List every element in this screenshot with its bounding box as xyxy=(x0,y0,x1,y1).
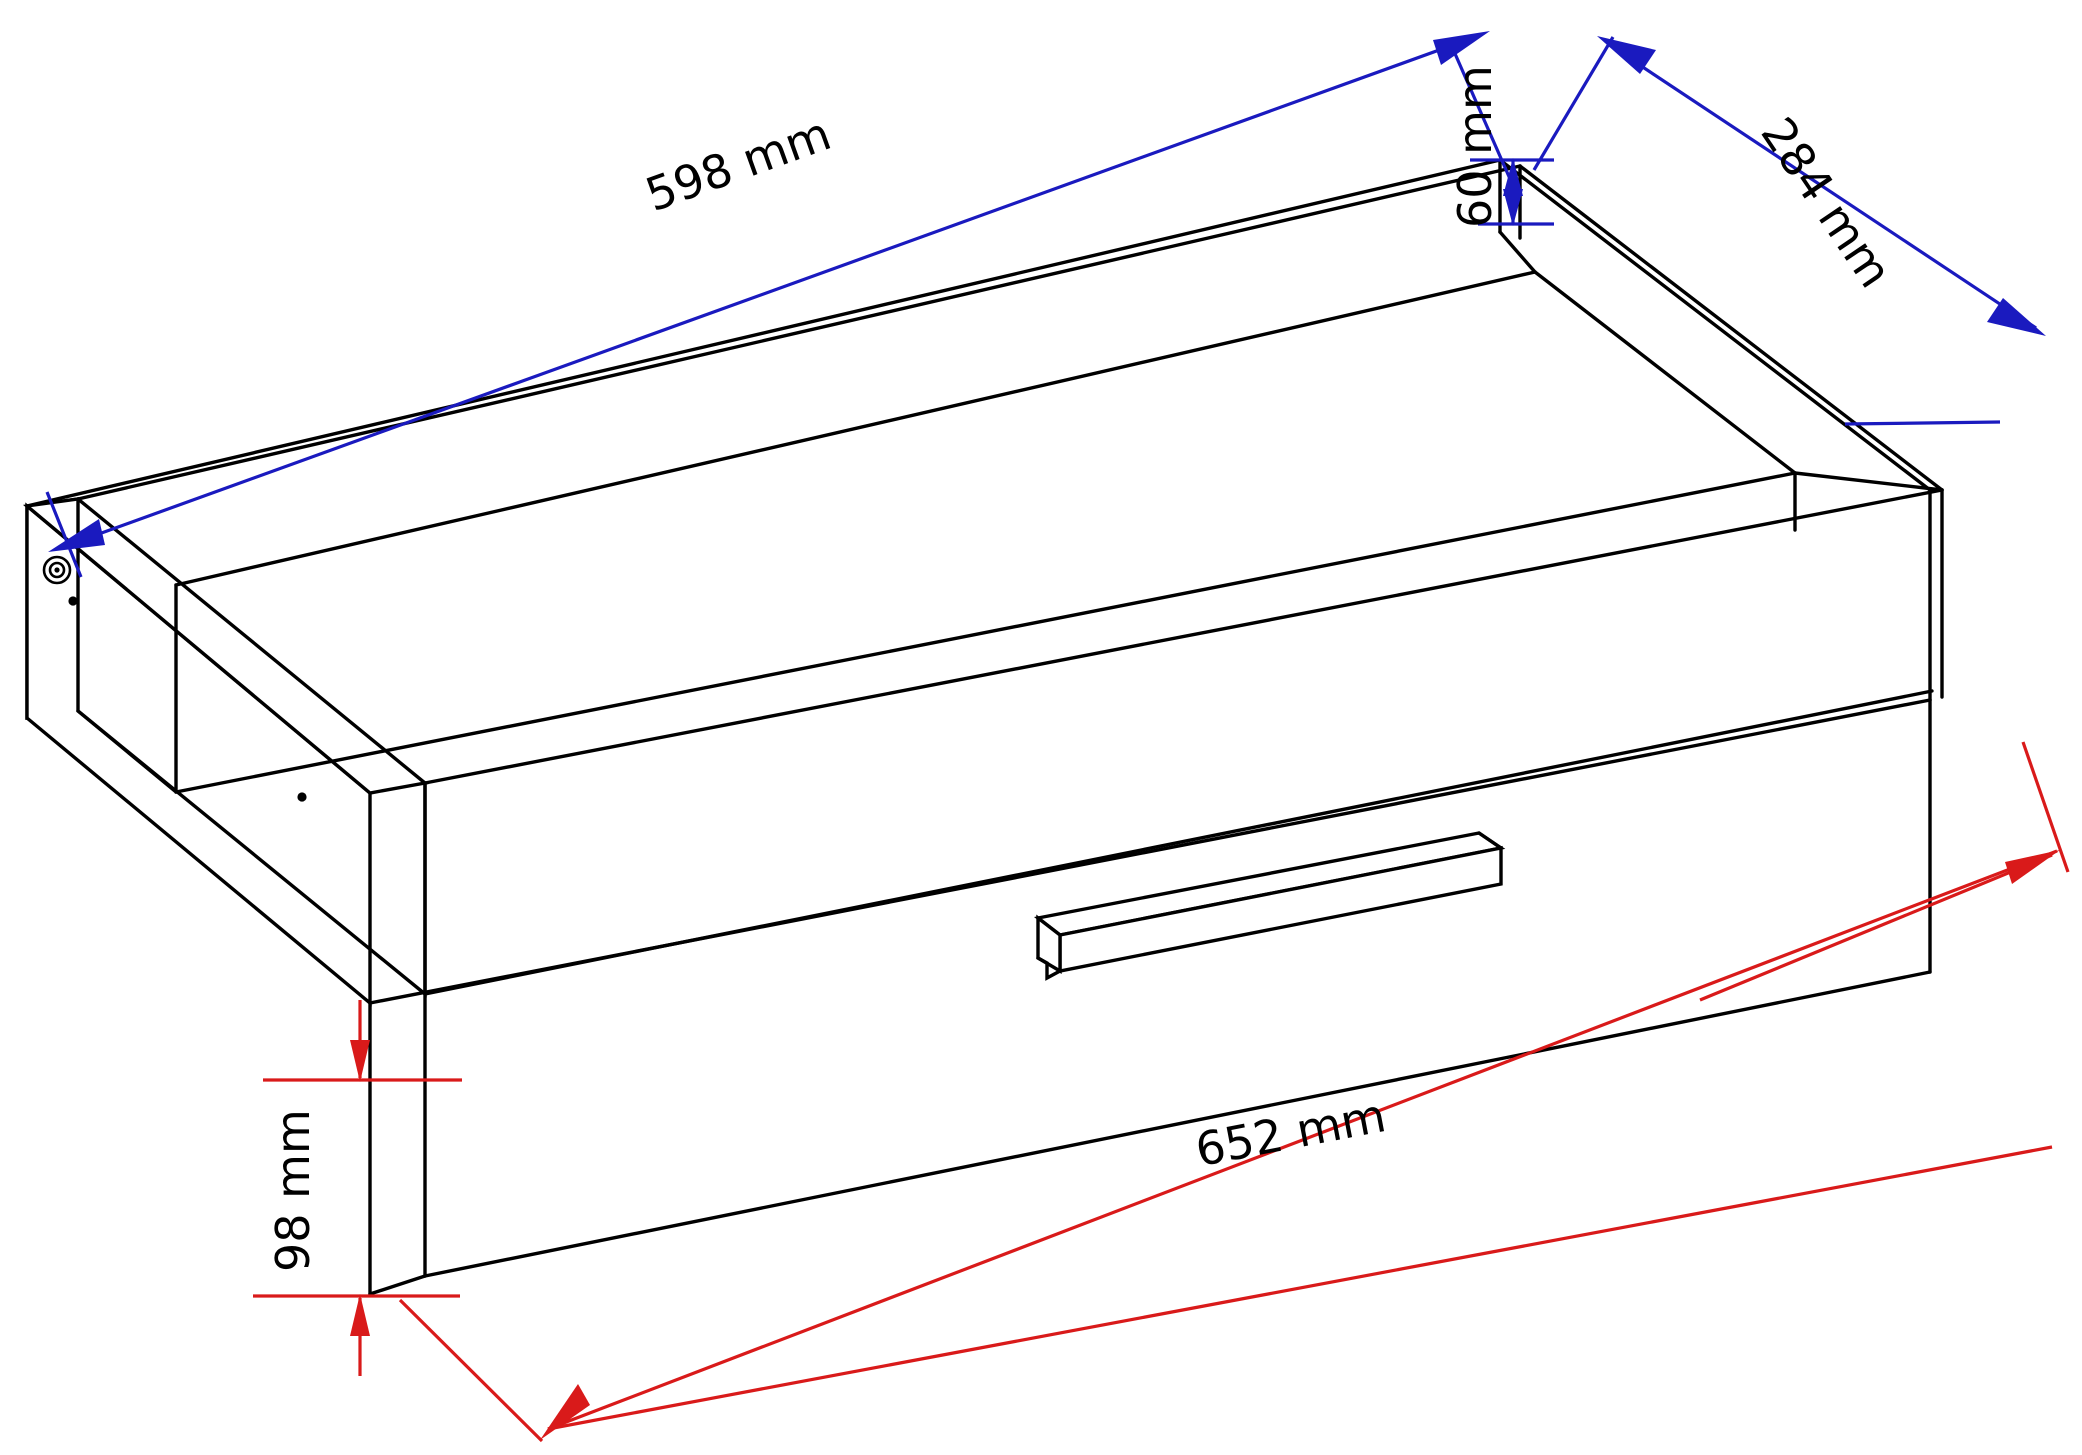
dim-652-arrow-right xyxy=(2005,850,2060,884)
blue-dimensions xyxy=(45,31,2046,578)
drawer-front-bottom-edge xyxy=(423,970,1932,1278)
dim-652-line-b xyxy=(1699,853,2053,1002)
dowel-hole-left-icon xyxy=(68,596,78,606)
dim-598-ext-right xyxy=(1447,39,1516,189)
dim-60-arrow-top xyxy=(1503,158,1523,196)
drawer-right-inner-base-edge xyxy=(1533,270,1797,475)
cam-lock-fitting xyxy=(42,555,72,585)
drawer-right-top-outer-edge xyxy=(1498,158,1932,492)
dim-284-line xyxy=(1607,42,2037,330)
dim-284-arrow-top xyxy=(1597,36,1656,74)
handle-bar xyxy=(1033,831,1506,981)
dim-598-arrow-left xyxy=(48,519,105,552)
drawer-back-top-inner-edge xyxy=(76,164,1522,501)
dim-652-ext-right xyxy=(2021,741,2070,873)
dim-284-arrow-bottom xyxy=(1987,298,2046,336)
dim-598-ext-left xyxy=(45,491,83,578)
drawer-back-top-outer-edge xyxy=(25,158,1502,508)
dim-284-ext-bottom xyxy=(1844,420,2001,426)
dim-652-arrow-left xyxy=(540,1384,590,1440)
dim-label-98: 98 mm xyxy=(266,1109,320,1272)
dim-98-arrow-bottom xyxy=(350,1294,370,1336)
drawer-back-right-corner xyxy=(1498,230,1537,274)
handle-left-lip xyxy=(1036,956,1062,981)
dowel-hole-inner-icon xyxy=(297,792,307,802)
drawer-right-top-inner-edge xyxy=(1518,164,1944,492)
drawer-right-rail-inner xyxy=(1793,471,1944,492)
dim-598-line xyxy=(59,34,1479,550)
dim-598-arrow-right xyxy=(1433,31,1490,65)
drawer-front-left-end-bottom xyxy=(368,1274,427,1296)
drawer-back-inner-base-edge xyxy=(174,270,1537,587)
dim-284-ext-top xyxy=(1532,36,1615,171)
drawer-front-top-inner-edge xyxy=(423,689,1934,996)
drawer-left-inner-corner-drop xyxy=(76,709,178,794)
dim-652-line xyxy=(547,1145,2053,1431)
handle-right-end xyxy=(1477,831,1503,850)
dim-652-baseline xyxy=(547,849,2058,1431)
drawer-front-inner-upper-edge xyxy=(423,488,1944,785)
dim-652-ext-left xyxy=(398,1298,544,1443)
dim-98-arrow-top xyxy=(350,1040,370,1082)
drawer-body xyxy=(22,158,1944,1296)
drawer-floor-front-edge xyxy=(174,471,1797,794)
dim-label-60: 60 mm xyxy=(1448,65,1502,228)
dim-60-arrow-bottom xyxy=(1503,189,1523,226)
red-dimensions xyxy=(253,741,2070,1443)
